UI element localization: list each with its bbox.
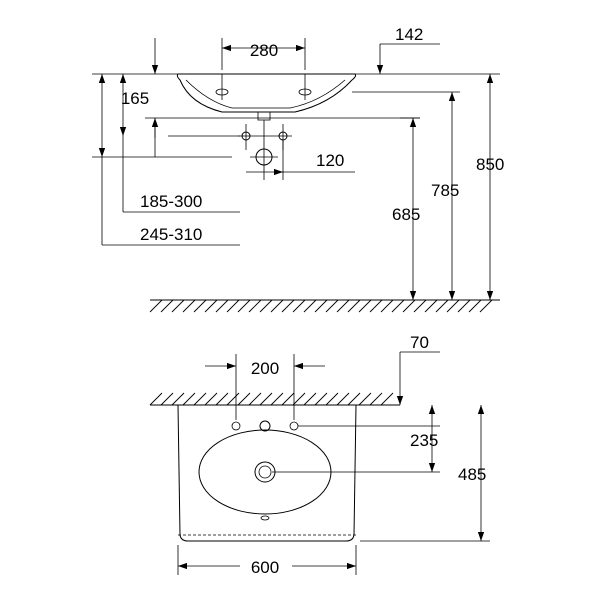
hatch-stroke	[446, 299, 460, 313]
hatch-stroke	[292, 392, 306, 406]
hatch-stroke	[270, 392, 284, 406]
dim-850: 850	[476, 74, 504, 300]
hatch-stroke	[413, 299, 427, 313]
dim-120-label: 120	[316, 151, 344, 170]
hatch-stroke	[347, 299, 361, 313]
hatch-stroke	[204, 392, 218, 406]
hatch-stroke	[457, 299, 471, 313]
dim-185-300-label: 185-300	[140, 192, 202, 211]
dim-142: 142	[376, 25, 440, 74]
dim-600: 600	[177, 545, 357, 577]
hatch-stroke	[369, 392, 383, 406]
hatch-stroke	[303, 299, 317, 313]
dim-685-label: 685	[392, 205, 420, 224]
hatch-stroke	[281, 299, 295, 313]
dim-70: 70	[396, 333, 440, 405]
dim-235: 235	[272, 405, 440, 473]
hatch-stroke	[314, 299, 328, 313]
hatch-stroke	[424, 299, 438, 313]
dim-245-310: 245-310	[98, 74, 240, 246]
hatch-stroke	[259, 299, 273, 313]
hatch-stroke	[226, 392, 240, 406]
basin-top-outline	[177, 404, 357, 542]
top-view: 200 70 235 485 600	[149, 333, 490, 577]
dim-165-label: 165	[121, 89, 149, 108]
hatch-stroke	[259, 392, 273, 406]
hatch-stroke	[171, 392, 185, 406]
dim-165: 165	[121, 38, 159, 157]
hatch-stroke	[292, 299, 306, 313]
hatch-stroke	[391, 299, 405, 313]
hatch-stroke	[358, 299, 372, 313]
dim-70-label: 70	[410, 333, 429, 352]
dim-235-label: 235	[410, 431, 438, 450]
dim-280-label: 280	[250, 41, 278, 60]
hatch-stroke	[248, 392, 262, 406]
hatch-stroke	[325, 299, 339, 313]
hatch-stroke	[468, 299, 482, 313]
hatch-stroke	[336, 392, 350, 406]
hatch-stroke	[270, 299, 284, 313]
dim-200-label: 200	[251, 359, 279, 378]
hatch-stroke	[182, 392, 196, 406]
hatch-stroke	[182, 299, 196, 313]
hatch-stroke	[380, 299, 394, 313]
hatch-stroke	[204, 299, 218, 313]
dim-200: 200	[205, 354, 325, 420]
hatch-stroke	[369, 299, 383, 313]
hatch-stroke	[325, 392, 339, 406]
hatch-stroke	[479, 299, 493, 313]
hatch-stroke	[358, 392, 372, 406]
hatch-stroke	[248, 299, 262, 313]
dim-785-label: 785	[431, 181, 459, 200]
dim-850-label: 850	[476, 155, 504, 174]
hatch-stroke	[380, 392, 394, 406]
hatch-stroke	[193, 299, 207, 313]
hatch-stroke	[314, 392, 328, 406]
dim-600-label: 600	[251, 558, 279, 577]
hatch-stroke	[347, 392, 361, 406]
hatch-stroke	[281, 392, 295, 406]
hatch-stroke	[160, 392, 174, 406]
hatch-stroke	[237, 299, 251, 313]
dim-485: 485	[360, 405, 490, 542]
wall-connections	[238, 120, 292, 180]
hatch-stroke	[149, 392, 163, 406]
hatch-stroke	[402, 299, 416, 313]
hatch-stroke	[149, 299, 163, 313]
hatch-stroke	[160, 299, 174, 313]
basin-side-outline	[176, 73, 357, 121]
hatch-stroke	[435, 299, 449, 313]
side-view: 280 142 165 120 185-300	[92, 25, 504, 313]
hatch-stroke	[237, 392, 251, 406]
dim-485-label: 485	[458, 465, 486, 484]
dim-120: 120	[246, 140, 355, 180]
dim-685: 685	[392, 117, 420, 300]
dim-142-label: 142	[395, 25, 423, 44]
dim-245-310-label: 245-310	[140, 225, 202, 244]
hatch-stroke	[215, 392, 229, 406]
dim-785: 785	[431, 92, 459, 300]
dim-185-300: 185-300	[119, 74, 240, 213]
hatch-stroke	[193, 392, 207, 406]
hatch-stroke	[215, 299, 229, 313]
hatch-stroke	[171, 299, 185, 313]
wall-hatching	[149, 392, 400, 406]
hatch-stroke	[336, 299, 350, 313]
dim-280: 280	[221, 38, 306, 70]
floor-hatching	[149, 299, 500, 313]
hatch-stroke	[226, 299, 240, 313]
hatch-stroke	[303, 392, 317, 406]
